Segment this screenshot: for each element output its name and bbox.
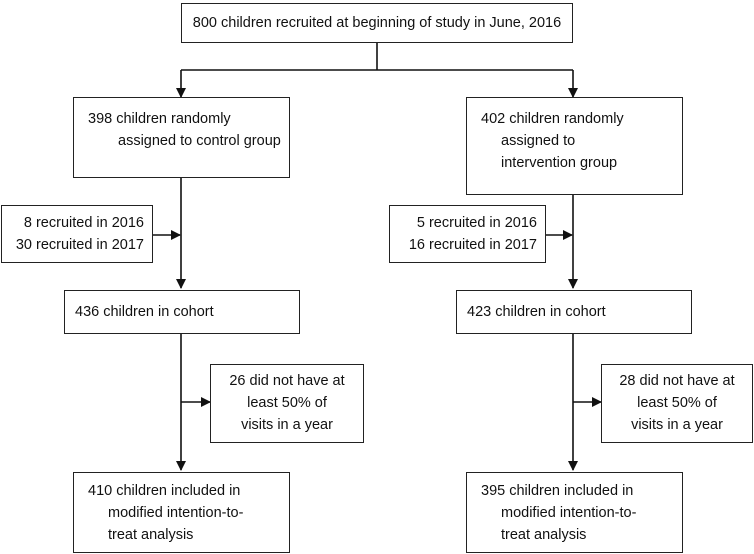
control-late-recruits-box: 8 recruited in 2016 30 recruited in 2017 [1,205,153,263]
control-assigned-line-2: assigned to control group [118,133,281,149]
control-excluded-box: 26 did not have at least 50% of visits i… [210,364,364,443]
intervention-analysis-line-1: 395 children included in [481,483,634,499]
control-analysis-line-1: 410 children included in [88,483,241,499]
intervention-group-box: 402 children randomly assigned to interv… [466,97,683,195]
control-excluded-line-2: least 50% of [247,395,327,411]
control-cohort-text: 436 children in cohort [75,304,214,320]
control-group-box: 398 children randomly assigned to contro… [73,97,290,178]
intervention-cohort-text: 423 children in cohort [467,304,606,320]
control-excluded-line-1: 26 did not have at [229,373,345,389]
recruited-total-text: 800 children recruited at beginning of s… [192,15,562,31]
intervention-excluded-line-2: least 50% of [637,395,717,411]
control-assigned-line-1: 398 children randomly [88,111,231,127]
control-excluded-line-3: visits in a year [241,417,333,433]
intervention-cohort-box: 423 children in cohort [456,290,692,334]
intervention-assigned-line-2: assigned to [501,133,576,149]
control-recruited-2017: 30 recruited in 2017 [15,237,144,253]
intervention-assigned-line-1: 402 children randomly [481,111,624,127]
control-analysis-box: 410 children included in modified intent… [73,472,290,553]
intervention-excluded-line-1: 28 did not have at [619,373,735,389]
intervention-analysis-box: 395 children included in modified intent… [466,472,683,553]
intervention-excluded-line-3: visits in a year [631,417,723,433]
intervention-analysis-line-3: treat analysis [501,527,587,543]
intervention-assigned-line-3: intervention group [501,155,618,171]
control-analysis-line-2: modified intention-to- [108,505,244,521]
recruited-total-box: 800 children recruited at beginning of s… [181,3,573,43]
control-recruited-2016: 8 recruited in 2016 [23,215,144,231]
intervention-late-recruits-box: 5 recruited in 2016 16 recruited in 2017 [389,205,546,263]
control-analysis-line-3: treat analysis [108,527,194,543]
intervention-recruited-2016: 5 recruited in 2016 [416,215,537,231]
control-cohort-box: 436 children in cohort [64,290,300,334]
intervention-recruited-2017: 16 recruited in 2017 [408,237,537,253]
intervention-excluded-box: 28 did not have at least 50% of visits i… [601,364,753,443]
intervention-analysis-line-2: modified intention-to- [501,505,637,521]
